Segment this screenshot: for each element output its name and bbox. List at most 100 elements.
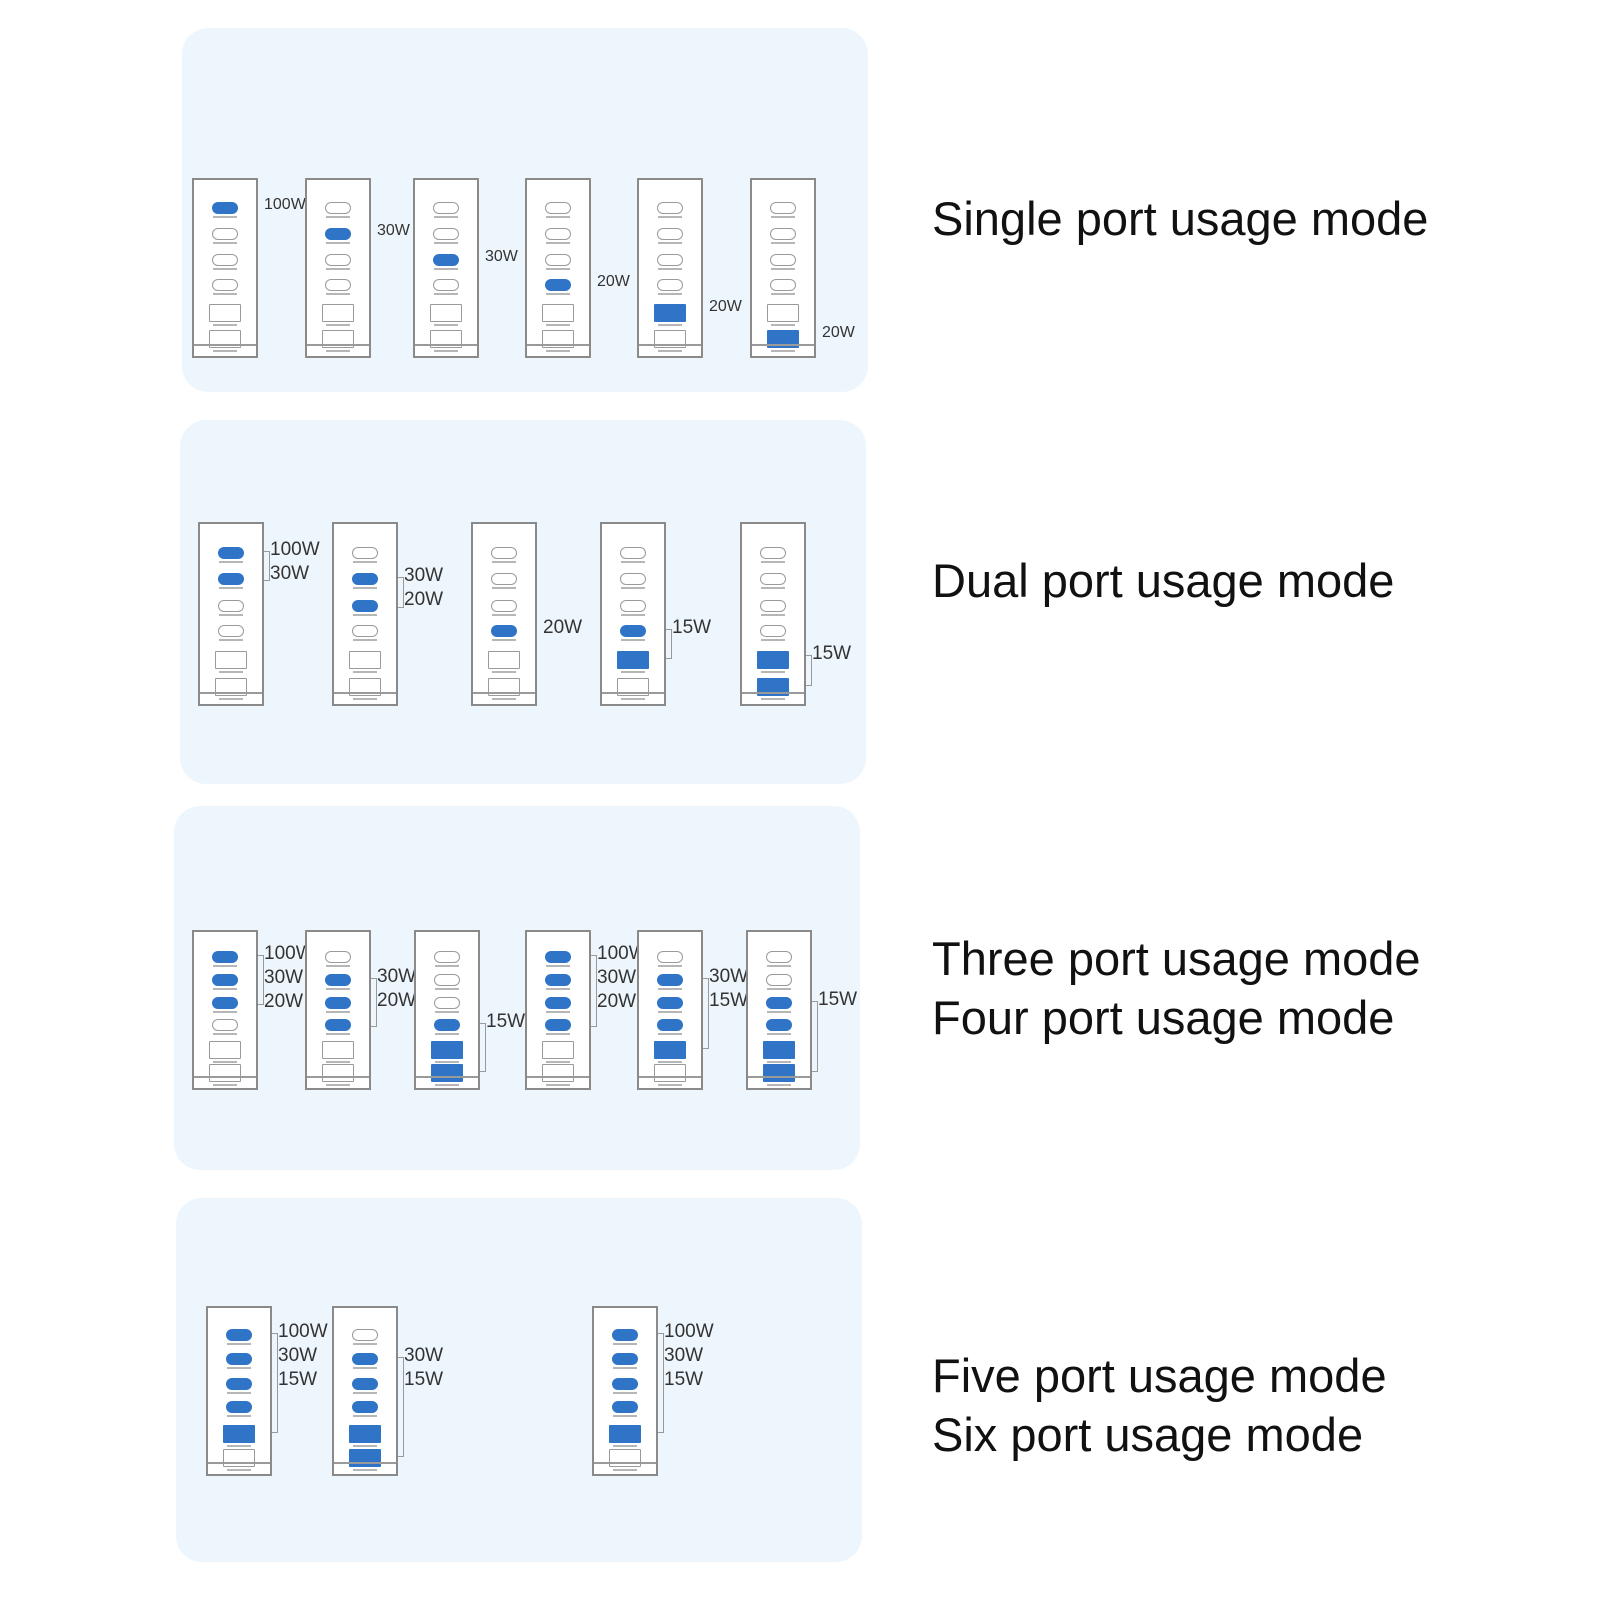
active-usb-c-port [226, 1353, 252, 1365]
active-usb-c-port [352, 1401, 378, 1413]
active-usb-c-port [491, 625, 517, 637]
usb-c-port [620, 547, 646, 559]
charger-base [194, 1076, 256, 1078]
wattage-label: 20W [377, 990, 417, 1011]
port-caption [546, 293, 570, 295]
port-caption [326, 324, 350, 326]
usb-c-port [657, 951, 683, 963]
wattage-label: 15W [672, 617, 712, 638]
port-caption [621, 614, 645, 616]
active-usb-c-port [325, 228, 351, 240]
port-caption [546, 1084, 570, 1086]
usb-c-port [760, 547, 786, 559]
panel-three-four-port [174, 806, 860, 1170]
port-caption [771, 242, 795, 244]
wattage-label: 20W [597, 273, 630, 290]
port-caption [326, 216, 350, 218]
usb-c-port [434, 951, 460, 963]
usb-c-port [770, 254, 796, 266]
port-caption [767, 1061, 791, 1063]
port-caption [434, 268, 458, 270]
wattage-label: 100W [597, 943, 647, 964]
port-caption [213, 216, 237, 218]
usb-a-port [430, 330, 462, 348]
active-usb-a-port [349, 1449, 381, 1467]
wattage-label: 15W [486, 1011, 526, 1032]
usb-c-port [352, 1329, 378, 1341]
port-caption [613, 1392, 637, 1394]
power-share-bracket [806, 655, 812, 686]
port-caption [219, 639, 243, 641]
charger-diagram [305, 178, 371, 358]
port-caption [213, 965, 237, 967]
port-caption [435, 1033, 459, 1035]
wattage-label: 15W [709, 990, 749, 1011]
mode-label-six: Six port usage mode [932, 1408, 1364, 1461]
wattage-label: 15W [818, 989, 858, 1010]
active-usb-c-port [212, 974, 238, 986]
port-caption [546, 1061, 570, 1063]
charger-diagram [414, 930, 480, 1090]
charger-diagram [198, 522, 264, 706]
usb-c-port [657, 254, 683, 266]
usb-c-port [545, 228, 571, 240]
charger-diagram [750, 178, 816, 358]
port-caption [771, 293, 795, 295]
usb-c-port [760, 573, 786, 585]
power-share-bracket [398, 1357, 404, 1457]
port-caption [326, 988, 350, 990]
wattage-label: 20W [404, 589, 444, 610]
mode-label-single: Single port usage mode [932, 192, 1429, 245]
usb-c-port [433, 279, 459, 291]
wattage-label: 30W [709, 966, 749, 987]
mode-label-three: Three port usage mode [932, 932, 1421, 985]
usb-c-port [770, 202, 796, 214]
charger-diagram [600, 522, 666, 706]
port-caption [546, 324, 570, 326]
usb-c-port [770, 279, 796, 291]
active-usb-c-port [352, 1378, 378, 1390]
panel-five-six-port [176, 1198, 862, 1562]
port-caption [326, 268, 350, 270]
active-usb-a-port [617, 651, 649, 669]
usb-c-port [545, 254, 571, 266]
active-usb-a-port [349, 1425, 381, 1443]
active-usb-c-port [212, 951, 238, 963]
port-caption [213, 242, 237, 244]
active-usb-a-port [757, 651, 789, 669]
active-usb-c-port [212, 202, 238, 214]
usb-c-port [325, 951, 351, 963]
charger-diagram [413, 178, 479, 358]
charger-base [639, 1076, 701, 1078]
port-caption [546, 1011, 570, 1013]
port-caption [435, 965, 459, 967]
port-caption [767, 1084, 791, 1086]
port-caption [621, 587, 645, 589]
port-caption [213, 1033, 237, 1035]
port-caption [353, 698, 377, 700]
usb-a-port [209, 1041, 241, 1059]
port-caption [326, 1061, 350, 1063]
charger-diagram [637, 930, 703, 1090]
port-caption [613, 1343, 637, 1345]
port-caption [435, 1084, 459, 1086]
port-caption [326, 1084, 350, 1086]
active-usb-c-port [212, 997, 238, 1009]
charger-diagram [525, 930, 591, 1090]
port-caption [227, 1392, 251, 1394]
port-caption [353, 1445, 377, 1447]
usb-c-port [766, 951, 792, 963]
port-caption [213, 324, 237, 326]
active-usb-c-port [226, 1401, 252, 1413]
usb-a-port [488, 678, 520, 696]
charger-diagram [740, 522, 806, 706]
active-usb-a-port [223, 1425, 255, 1443]
active-usb-c-port [545, 997, 571, 1009]
port-caption [546, 988, 570, 990]
usb-c-port [212, 254, 238, 266]
usb-a-port [542, 330, 574, 348]
usb-c-port [491, 547, 517, 559]
port-caption [434, 350, 458, 352]
active-usb-c-port [352, 600, 378, 612]
active-usb-c-port [325, 974, 351, 986]
